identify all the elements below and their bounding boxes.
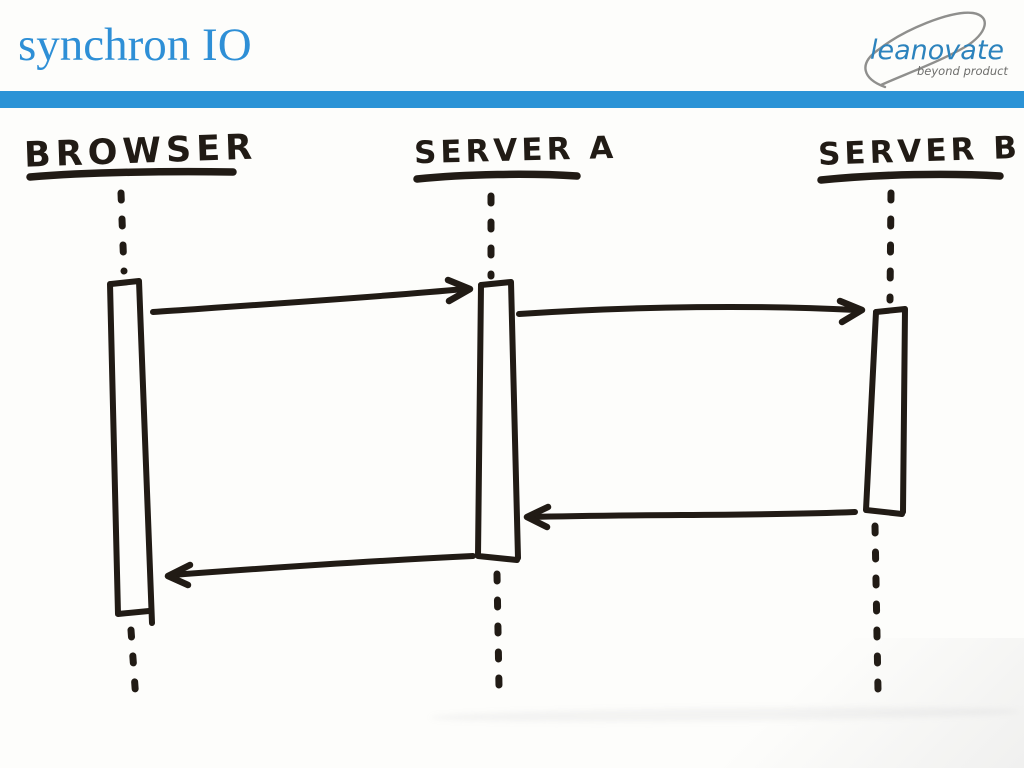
logo-wordmark: leanovate bbox=[870, 35, 1004, 66]
leanovate-logo: leanovate beyond product bbox=[864, 11, 1008, 89]
lifeline-browser-bottom bbox=[127, 626, 140, 705]
activation-bar-server-a bbox=[475, 279, 521, 563]
accent-bar bbox=[0, 91, 1024, 108]
activation-bar-server-b bbox=[863, 306, 908, 517]
arrow-shaft bbox=[169, 553, 476, 578]
arrow-shaft bbox=[516, 303, 859, 317]
activation-bar-browser bbox=[107, 278, 155, 626]
participant-underline-server-a bbox=[413, 170, 581, 183]
arrow-shaft bbox=[150, 286, 467, 315]
message-arrow-server-a-to-browser bbox=[164, 553, 476, 589]
participant-underline-browser bbox=[26, 167, 237, 181]
activation-bar-browser-stroke-1 bbox=[108, 278, 155, 626]
participant-label-server-a: SERVER A bbox=[414, 130, 618, 171]
participant-server-b: SERVER B bbox=[817, 130, 1021, 184]
activation-bar-server-b-stroke-2 bbox=[863, 309, 905, 517]
lifeline-server-b-bottom bbox=[871, 522, 882, 694]
lifeline-server-a-bottom bbox=[493, 570, 503, 691]
logo-tagline: beyond product bbox=[917, 64, 1008, 78]
activation-bar-server-a-stroke-2 bbox=[475, 282, 520, 563]
lifeline-server-b-top bbox=[886, 189, 895, 304]
participant-label-server-b: SERVER B bbox=[817, 130, 1021, 173]
arrowhead-left-icon bbox=[164, 561, 194, 589]
arrowhead-left-icon bbox=[523, 503, 552, 531]
participant-browser: BROWSER bbox=[23, 128, 258, 181]
participant-underline-server-b bbox=[817, 170, 1004, 184]
message-arrow-server-b-to-server-a bbox=[523, 503, 858, 531]
arrow-shaft bbox=[527, 509, 858, 520]
message-arrow-server-a-to-server-b bbox=[516, 297, 866, 326]
participant-server-a: SERVER A bbox=[413, 130, 618, 183]
slide-title: synchron IO bbox=[18, 19, 252, 71]
activation-bar-server-b-stroke-1 bbox=[873, 306, 908, 515]
arrowhead-right-icon bbox=[444, 276, 474, 305]
lifeline-browser-top bbox=[117, 189, 128, 275]
arrowhead-right-icon bbox=[836, 297, 866, 326]
logo-swoosh-icon bbox=[864, 11, 986, 89]
lifelines bbox=[117, 189, 895, 705]
message-arrow-browser-to-server-a bbox=[150, 276, 474, 315]
activation-bar-browser-stroke-2 bbox=[107, 281, 152, 617]
participant-label-browser: BROWSER bbox=[23, 128, 257, 176]
activation-bar-server-a-stroke-1 bbox=[478, 279, 521, 561]
